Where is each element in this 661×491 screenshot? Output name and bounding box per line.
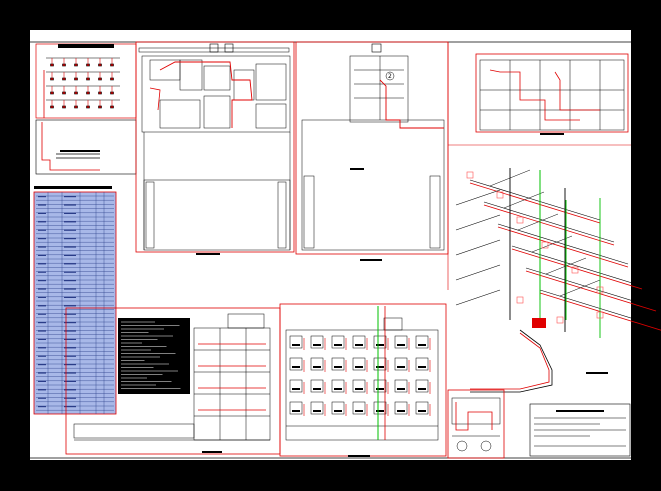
- riser-diagram-small[interactable]: [35, 43, 137, 119]
- isometric-piping[interactable]: [455, 168, 661, 393]
- title-block[interactable]: [529, 403, 631, 457]
- sheet-paper: [30, 30, 631, 460]
- tank-detail[interactable]: [447, 389, 505, 459]
- floor-plan-right[interactable]: [475, 53, 629, 135]
- fixture-schedule-table[interactable]: [33, 186, 117, 415]
- floor-plan-left[interactable]: [135, 41, 295, 255]
- plan-marker-label: 2: [388, 73, 392, 80]
- section-left[interactable]: [65, 307, 281, 455]
- elevation-front[interactable]: [279, 303, 447, 457]
